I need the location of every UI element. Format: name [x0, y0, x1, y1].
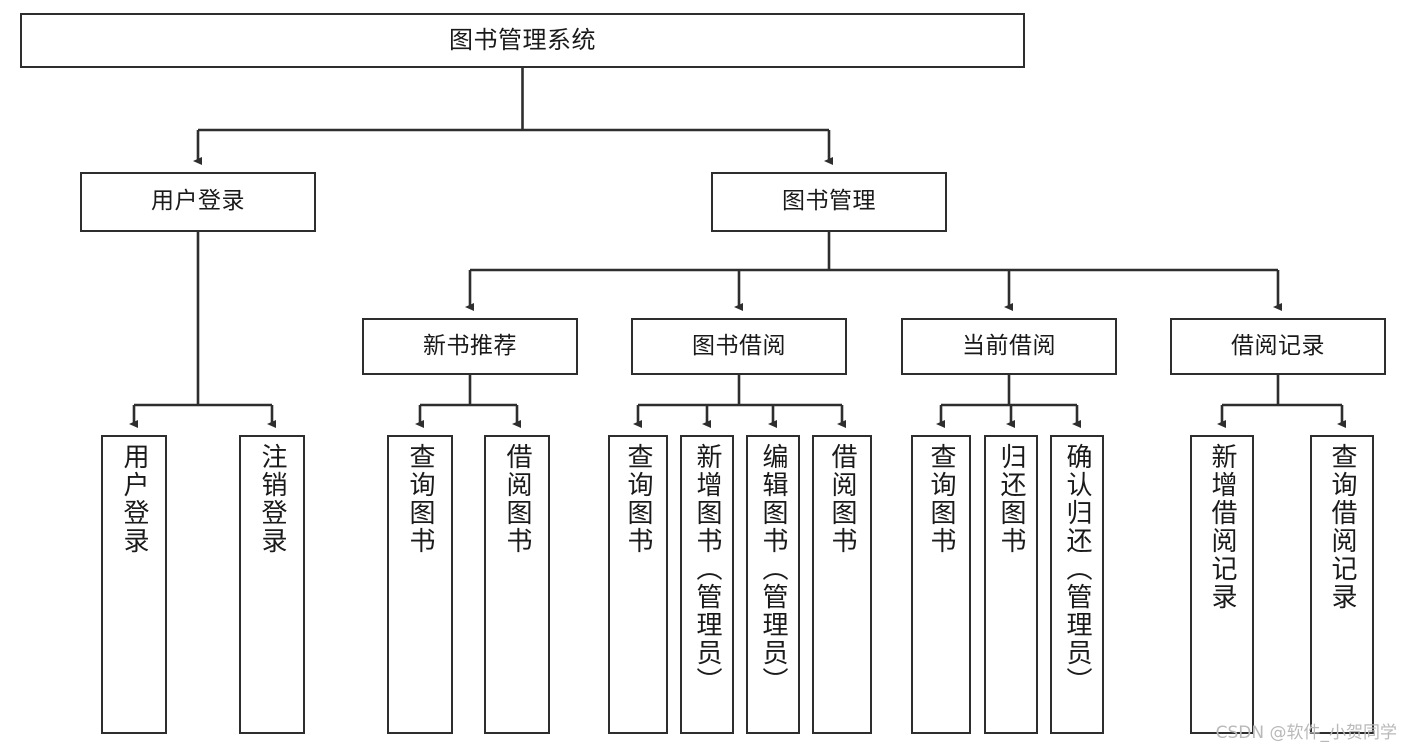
node-label: 查询图书: [405, 443, 435, 555]
node-label: 归还图书: [996, 443, 1026, 555]
node-label: 借阅记录: [1231, 332, 1325, 359]
node-leaf-query-book-1: 查询图书: [387, 435, 453, 734]
node-label: 新增借阅记录: [1207, 443, 1237, 611]
node-label: 图书管理: [782, 188, 876, 215]
node-book-borrow: 图书借阅: [631, 318, 847, 375]
node-label: 图书管理系统: [449, 26, 596, 55]
node-label: 借阅图书: [502, 443, 532, 555]
node-label: 确认归还（管理员）: [1062, 443, 1092, 695]
node-label: 用户登录: [151, 188, 245, 215]
node-user-login: 用户登录: [80, 172, 316, 232]
node-leaf-query-record: 查询借阅记录: [1310, 435, 1374, 734]
node-leaf-add-record: 新增借阅记录: [1190, 435, 1254, 734]
node-label: 查询图书: [623, 443, 653, 555]
node-leaf-query-book-3: 查询图书: [911, 435, 971, 734]
node-label: 借阅图书: [827, 443, 857, 555]
node-current-borrow: 当前借阅: [901, 318, 1117, 375]
node-label: 编辑图书（管理员）: [758, 443, 788, 695]
node-label: 查询图书: [926, 443, 956, 555]
node-new-book-rec: 新书推荐: [362, 318, 578, 375]
node-label: 新增图书（管理员）: [692, 443, 722, 695]
node-leaf-query-book-2: 查询图书: [608, 435, 668, 734]
node-label: 当前借阅: [962, 332, 1056, 359]
node-leaf-borrow-book-1: 借阅图书: [484, 435, 550, 734]
node-label: 注销登录: [257, 443, 287, 555]
node-label: 查询借阅记录: [1327, 443, 1357, 611]
node-leaf-user-login: 用户登录: [101, 435, 167, 734]
watermark: CSDN @软件_小贺同学: [1215, 723, 1397, 743]
node-root: 图书管理系统: [20, 13, 1025, 68]
node-book-manage: 图书管理: [711, 172, 947, 232]
node-leaf-return-book: 归还图书: [984, 435, 1038, 734]
node-leaf-confirm-return: 确认归还（管理员）: [1050, 435, 1104, 734]
node-leaf-edit-book: 编辑图书（管理员）: [746, 435, 800, 734]
node-label: 图书借阅: [692, 332, 786, 359]
node-label: 新书推荐: [423, 332, 517, 359]
node-leaf-user-logout: 注销登录: [239, 435, 305, 734]
node-leaf-add-book: 新增图书（管理员）: [680, 435, 734, 734]
node-leaf-borrow-book-2: 借阅图书: [812, 435, 872, 734]
node-borrow-record: 借阅记录: [1170, 318, 1386, 375]
node-label: 用户登录: [119, 443, 149, 555]
